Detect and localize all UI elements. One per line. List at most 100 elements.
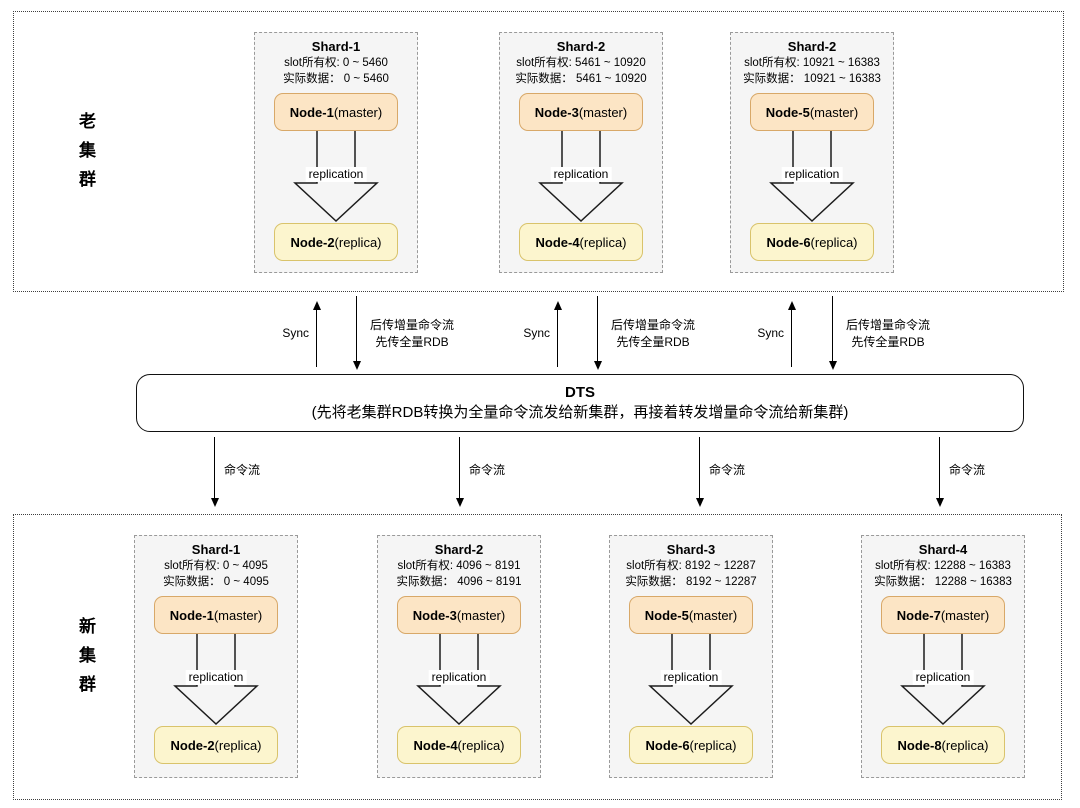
arrow-head bbox=[935, 498, 944, 507]
arrow-stem bbox=[938, 437, 941, 498]
node-role: (master) bbox=[940, 607, 990, 623]
node-name: Node-6 bbox=[766, 234, 811, 250]
block-arrow-icon bbox=[769, 131, 855, 223]
node-role: (replica) bbox=[941, 737, 989, 753]
new-shard-1-card: Shard-1 slot所有权: 0 ~ 4095 实际数据： 0 ~ 4095… bbox=[134, 535, 298, 778]
master-node: Node-1(master) bbox=[154, 596, 278, 634]
master-node: Node-5(master) bbox=[629, 596, 753, 634]
replication-label: replication bbox=[428, 670, 490, 685]
node-name: Node-4 bbox=[535, 234, 580, 250]
incremental-label-line1: 后传增量命令流 bbox=[845, 318, 930, 332]
replica-node: Node-2(replica) bbox=[274, 223, 398, 261]
sync-arrow-up bbox=[312, 301, 321, 367]
node-name: Node-7 bbox=[896, 607, 941, 623]
arrow-head bbox=[352, 361, 361, 370]
block-arrow-icon bbox=[416, 634, 502, 726]
node-role: (master) bbox=[213, 607, 263, 623]
sync-label: Sync bbox=[757, 326, 784, 340]
sync-arrow-up bbox=[787, 301, 796, 367]
node-name: Node-2 bbox=[170, 737, 215, 753]
arrow-stem bbox=[355, 296, 358, 361]
slot-ownership-text: slot所有权: 5461 ~ 10920 bbox=[516, 57, 646, 69]
block-arrow-icon bbox=[648, 634, 734, 726]
node-role: (replica) bbox=[334, 234, 382, 250]
arrow-head bbox=[455, 498, 464, 507]
rdb-arrow-down bbox=[828, 296, 837, 370]
new-cluster-label: 新集群 bbox=[76, 617, 95, 704]
actual-data-text: 实际数据： 4096 ~ 8191 bbox=[396, 576, 522, 588]
replication-arrow: replication bbox=[862, 634, 1024, 726]
replica-node: Node-4(replica) bbox=[397, 726, 521, 764]
replication-label: replication bbox=[912, 670, 974, 685]
command-flow-label: 命令流 bbox=[949, 463, 986, 477]
node-name: Node-1 bbox=[289, 104, 334, 120]
replication-arrow: replication bbox=[135, 634, 297, 726]
new-shard-4-card: Shard-4 slot所有权: 12288 ~ 16383 实际数据： 122… bbox=[861, 535, 1025, 778]
shard-title: Shard-2 bbox=[556, 39, 606, 54]
replication-arrow: replication bbox=[378, 634, 540, 726]
arrow-stem bbox=[596, 296, 599, 361]
arrow-head bbox=[695, 498, 704, 507]
actual-data-text: 实际数据： 0 ~ 4095 bbox=[163, 576, 269, 588]
node-name: Node-4 bbox=[413, 737, 458, 753]
incremental-label: 后传增量命令流 先传全量RDB bbox=[836, 317, 940, 351]
arrow-stem bbox=[315, 310, 318, 367]
slot-ownership-text: slot所有权: 8192 ~ 12287 bbox=[626, 560, 756, 572]
arrow-head bbox=[312, 301, 321, 310]
shard-title: Shard-4 bbox=[918, 542, 968, 557]
rdb-arrow-down bbox=[352, 296, 361, 370]
new-shard-2-card: Shard-2 slot所有权: 4096 ~ 8191 实际数据： 4096 … bbox=[377, 535, 541, 778]
block-arrow-icon bbox=[293, 131, 379, 223]
old-shard-1-card: Shard-1 slot所有权: 0 ~ 5460 实际数据： 0 ~ 5460… bbox=[254, 32, 418, 273]
shard-title: Shard-2 bbox=[434, 542, 484, 557]
replica-node: Node-6(replica) bbox=[629, 726, 753, 764]
actual-data-text: 实际数据： 0 ~ 5460 bbox=[283, 73, 389, 85]
replication-label: replication bbox=[305, 167, 367, 182]
replica-node: Node-6(replica) bbox=[750, 223, 874, 261]
actual-data-text: 实际数据： 10921 ~ 16383 bbox=[743, 73, 881, 85]
node-name: Node-5 bbox=[644, 607, 689, 623]
dts-subtitle: (先将老集群RDB转换为全量命令流发给新集群，再接着转发增量命令流给新集群) bbox=[311, 404, 849, 421]
rdb-arrow-down bbox=[593, 296, 602, 370]
shard-title: Shard-1 bbox=[311, 39, 361, 54]
incremental-label-line2: 先传全量RDB bbox=[616, 335, 690, 349]
arrow-stem bbox=[831, 296, 834, 361]
replication-label: replication bbox=[781, 167, 843, 182]
arrow-stem bbox=[556, 310, 559, 367]
replication-label: replication bbox=[185, 670, 247, 685]
node-role: (master) bbox=[809, 104, 859, 120]
arrow-head bbox=[553, 301, 562, 310]
command-flow-label: 命令流 bbox=[709, 463, 746, 477]
old-shard-3-card: Shard-2 slot所有权: 10921 ~ 16383 实际数据： 109… bbox=[730, 32, 894, 273]
incremental-label-line1: 后传增量命令流 bbox=[369, 318, 454, 332]
arrow-stem bbox=[213, 437, 216, 498]
master-node: Node-3(master) bbox=[519, 93, 643, 131]
node-role: (master) bbox=[456, 607, 506, 623]
arrow-stem bbox=[698, 437, 701, 498]
replica-node: Node-2(replica) bbox=[154, 726, 278, 764]
command-flow-arrow bbox=[695, 437, 704, 507]
node-name: Node-8 bbox=[897, 737, 942, 753]
arrow-head bbox=[593, 361, 602, 370]
new-shard-3-card: Shard-3 slot所有权: 8192 ~ 12287 实际数据： 8192… bbox=[609, 535, 773, 778]
node-name: Node-6 bbox=[645, 737, 690, 753]
master-node: Node-7(master) bbox=[881, 596, 1005, 634]
master-node: Node-5(master) bbox=[750, 93, 874, 131]
slot-ownership-text: slot所有权: 0 ~ 4095 bbox=[164, 560, 268, 572]
actual-data-text: 实际数据： 5461 ~ 10920 bbox=[515, 73, 647, 85]
incremental-label-line2: 先传全量RDB bbox=[851, 335, 925, 349]
shard-title: Shard-3 bbox=[666, 542, 716, 557]
master-node: Node-1(master) bbox=[274, 93, 398, 131]
replication-label: replication bbox=[550, 167, 612, 182]
node-name: Node-3 bbox=[534, 104, 579, 120]
old-shard-2-card: Shard-2 slot所有权: 5461 ~ 10920 实际数据： 5461… bbox=[499, 32, 663, 273]
incremental-label-line2: 先传全量RDB bbox=[375, 335, 449, 349]
block-arrow-icon bbox=[900, 634, 986, 726]
node-name: Node-2 bbox=[290, 234, 335, 250]
old-cluster-label: 老集群 bbox=[76, 112, 95, 199]
replica-node: Node-8(replica) bbox=[881, 726, 1005, 764]
node-role: (replica) bbox=[579, 234, 627, 250]
arrow-head bbox=[210, 498, 219, 507]
master-node: Node-3(master) bbox=[397, 596, 521, 634]
